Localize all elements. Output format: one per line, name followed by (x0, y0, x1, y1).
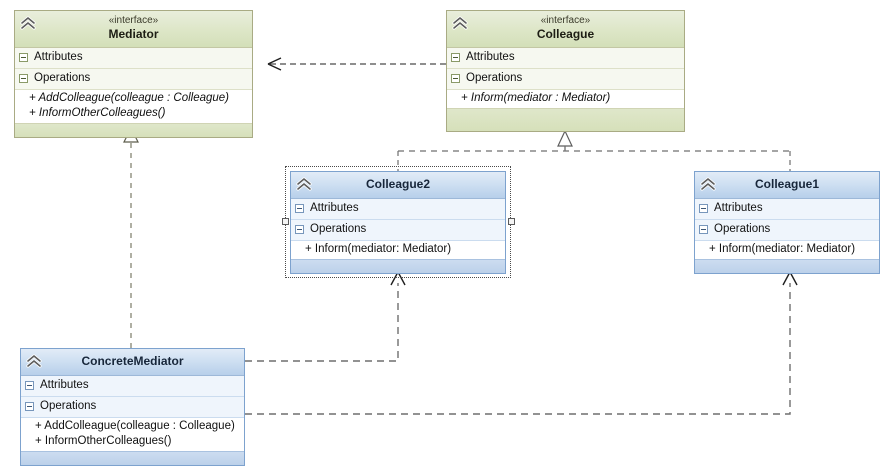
uml-class-concretemediator[interactable]: ConcreteMediator Attributes Operations +… (20, 348, 245, 466)
operations-compartment[interactable]: Operations (21, 397, 244, 418)
edge-colleague-to-mediator (267, 57, 446, 71)
chevron-up-double-icon (26, 354, 42, 368)
operation-item: + AddColleague(colleague : Colleague) (29, 92, 230, 104)
class-name: Colleague (536, 27, 595, 41)
operations-compartment[interactable]: Operations (15, 69, 252, 90)
uml-class-colleague1[interactable]: Colleague1 Attributes Operations + Infor… (694, 171, 880, 274)
class-header: Colleague1 (695, 172, 879, 199)
class-name: ConcreteMediator (81, 354, 184, 368)
operations-label: Operations (34, 72, 91, 84)
class-name: Colleague2 (365, 177, 431, 191)
operation-item: + InformOtherColleagues() (35, 435, 172, 447)
operations-list: + AddColleague(colleague : Colleague) + … (15, 90, 252, 123)
operation-item: + Inform(mediator: Mediator) (709, 243, 856, 255)
operations-label: Operations (466, 72, 523, 84)
uml-class-colleague[interactable]: «interface» Colleague Attributes Operati… (446, 10, 685, 132)
uml-class-mediator[interactable]: «interface» Mediator Attributes Operatio… (14, 10, 253, 138)
attributes-label: Attributes (34, 51, 83, 63)
class-name: Mediator (108, 27, 159, 41)
operations-list: + Inform(mediator: Mediator) (695, 241, 879, 259)
expander-icon[interactable] (451, 53, 460, 62)
class-header: ConcreteMediator (21, 349, 244, 376)
interface-icon (20, 16, 36, 30)
chevron-up-double-icon (700, 177, 716, 191)
attributes-label: Attributes (466, 51, 515, 63)
operations-compartment[interactable]: Operations (291, 220, 505, 241)
operations-compartment[interactable]: Operations (447, 69, 684, 90)
attributes-label: Attributes (40, 379, 89, 391)
edge-concretemediator-to-colleague1 (245, 271, 798, 415)
class-header: Colleague2 (291, 172, 505, 199)
operation-item: + InformOtherColleagues() (29, 107, 166, 119)
operations-list: + Inform(mediator : Mediator) (447, 90, 684, 108)
class-footer (21, 451, 244, 465)
operations-label: Operations (714, 223, 771, 235)
class-header: «interface» Mediator (15, 11, 252, 48)
class-footer (291, 259, 505, 273)
class-footer (15, 123, 252, 137)
expander-icon[interactable] (25, 381, 34, 390)
attributes-compartment[interactable]: Attributes (695, 199, 879, 220)
edge-concretemediator-realizes-mediator (123, 126, 139, 348)
class-header: «interface» Colleague (447, 11, 684, 48)
attributes-compartment[interactable]: Attributes (21, 376, 244, 397)
operation-item: + Inform(mediator : Mediator) (461, 92, 611, 104)
expander-icon[interactable] (451, 74, 460, 83)
attributes-label: Attributes (310, 202, 359, 214)
operations-label: Operations (40, 400, 97, 412)
operations-list: + AddColleague(colleague : Colleague) + … (21, 418, 244, 451)
operation-item: + AddColleague(colleague : Colleague) (35, 420, 235, 432)
class-name: Colleague1 (754, 177, 820, 191)
expander-icon[interactable] (699, 204, 708, 213)
expander-icon[interactable] (19, 74, 28, 83)
uml-class-colleague2[interactable]: Colleague2 Attributes Operations + Infor… (290, 171, 506, 274)
class-stereotype: «interface» (540, 15, 591, 26)
expander-icon[interactable] (295, 204, 304, 213)
operations-list: + Inform(mediator: Mediator) (291, 241, 505, 259)
attributes-compartment[interactable]: Attributes (447, 48, 684, 69)
class-footer (447, 108, 684, 131)
resize-handle-left[interactable] (282, 218, 289, 225)
expander-icon[interactable] (295, 225, 304, 234)
expander-icon[interactable] (25, 402, 34, 411)
attributes-compartment[interactable]: Attributes (15, 48, 252, 69)
attributes-label: Attributes (714, 202, 763, 214)
expander-icon[interactable] (699, 225, 708, 234)
class-stereotype: «interface» (108, 15, 159, 26)
class-footer (695, 259, 879, 273)
expander-icon[interactable] (19, 53, 28, 62)
edge-colleagues-realize-colleague (397, 129, 791, 171)
attributes-compartment[interactable]: Attributes (291, 199, 505, 220)
resize-handle-right[interactable] (508, 218, 515, 225)
operation-item: + Inform(mediator: Mediator) (305, 243, 452, 255)
edge-concretemediator-to-colleague2 (245, 271, 406, 362)
interface-icon (452, 16, 468, 30)
chevron-up-double-icon (296, 177, 312, 191)
operations-compartment[interactable]: Operations (695, 220, 879, 241)
operations-label: Operations (310, 223, 367, 235)
